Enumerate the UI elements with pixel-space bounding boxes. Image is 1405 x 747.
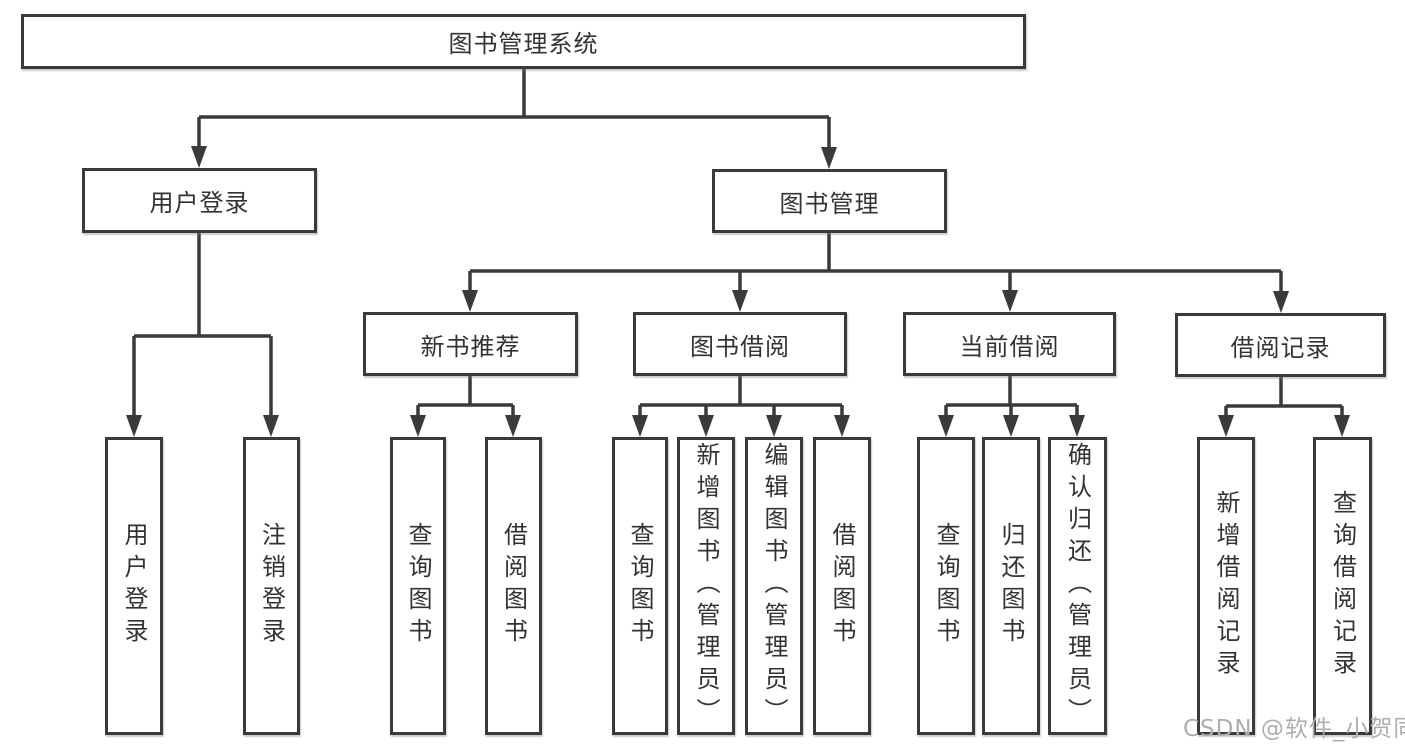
leaf-add-books-admin: 新增图书（管理员） bbox=[677, 437, 735, 735]
arrow-down-icon bbox=[698, 415, 714, 437]
leaf-query-books-borrow: 查询图书 bbox=[612, 437, 668, 735]
arrow-down-icon bbox=[1002, 290, 1018, 312]
leaf-confirm-return-admin: 确认归还（管理员） bbox=[1048, 437, 1107, 735]
watermark-text: CSDN @软件_小贺同学 bbox=[1183, 716, 1405, 742]
leaf-user-login: 用户登录 bbox=[105, 437, 163, 735]
arrow-down-icon bbox=[1003, 415, 1019, 437]
leaf-query-borrow-record: 查询借阅记录 bbox=[1313, 437, 1372, 735]
arrow-down-icon bbox=[410, 415, 426, 437]
arrow-down-icon bbox=[632, 415, 648, 437]
arrow-down-icon bbox=[1218, 415, 1234, 437]
arrow-down-icon bbox=[263, 415, 279, 437]
node-user-login: 用户登录 bbox=[82, 168, 317, 233]
arrow-down-icon bbox=[766, 415, 782, 437]
arrow-down-icon bbox=[834, 415, 850, 437]
leaf-return-books: 归还图书 bbox=[982, 437, 1040, 735]
leaf-edit-books-admin: 编辑图书（管理员） bbox=[745, 437, 803, 735]
arrow-down-icon bbox=[126, 415, 142, 437]
node-new-book-recommend: 新书推荐 bbox=[363, 312, 578, 376]
arrow-down-icon bbox=[191, 146, 207, 168]
arrow-down-icon bbox=[732, 290, 748, 312]
leaf-query-books-current: 查询图书 bbox=[917, 437, 975, 735]
leaf-query-books-recommend: 查询图书 bbox=[390, 437, 446, 735]
leaf-logout-login: 注销登录 bbox=[243, 437, 300, 735]
arrow-down-icon bbox=[1069, 415, 1085, 437]
node-book-borrow: 图书借阅 bbox=[633, 312, 847, 376]
arrow-down-icon bbox=[505, 415, 521, 437]
arrow-down-icon bbox=[821, 147, 837, 169]
arrow-down-icon bbox=[1334, 415, 1350, 437]
leaf-add-borrow-record: 新增借阅记录 bbox=[1197, 437, 1255, 735]
arrow-down-icon bbox=[1273, 291, 1289, 313]
node-current-borrow: 当前借阅 bbox=[903, 312, 1116, 376]
leaf-borrow-books-recommend: 借阅图书 bbox=[485, 437, 542, 735]
connector-arrows bbox=[126, 146, 1350, 437]
arrow-down-icon bbox=[938, 415, 954, 437]
node-root: 图书管理系统 bbox=[21, 14, 1026, 69]
node-book-management: 图书管理 bbox=[712, 169, 947, 233]
node-borrow-records: 借阅记录 bbox=[1175, 313, 1386, 377]
leaf-borrow-books: 借阅图书 bbox=[813, 437, 871, 735]
arrow-down-icon bbox=[462, 290, 478, 312]
tree-edges bbox=[132, 69, 1344, 418]
